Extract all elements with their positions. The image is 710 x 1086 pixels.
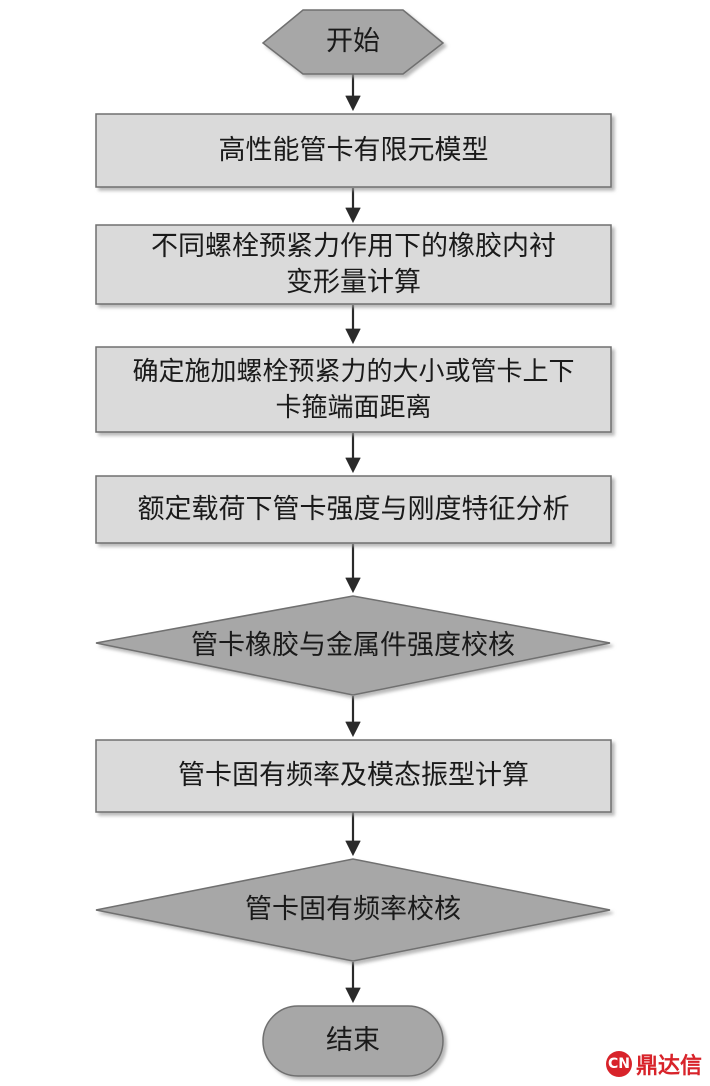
check2-diamond: [95, 858, 611, 962]
end-node: [262, 1005, 444, 1077]
step4-box: [95, 475, 612, 544]
step5-box: [95, 739, 612, 813]
check1-diamond: [95, 595, 611, 696]
dingdaxin-logo-icon: CN: [605, 1051, 632, 1077]
start-node: [261, 9, 445, 75]
watermark: CN 鼎达信: [605, 1048, 702, 1080]
step3-box: [95, 346, 612, 433]
step2-box: [95, 224, 612, 305]
watermark-text: 鼎达信: [635, 1054, 702, 1079]
step1-box: [95, 113, 612, 188]
